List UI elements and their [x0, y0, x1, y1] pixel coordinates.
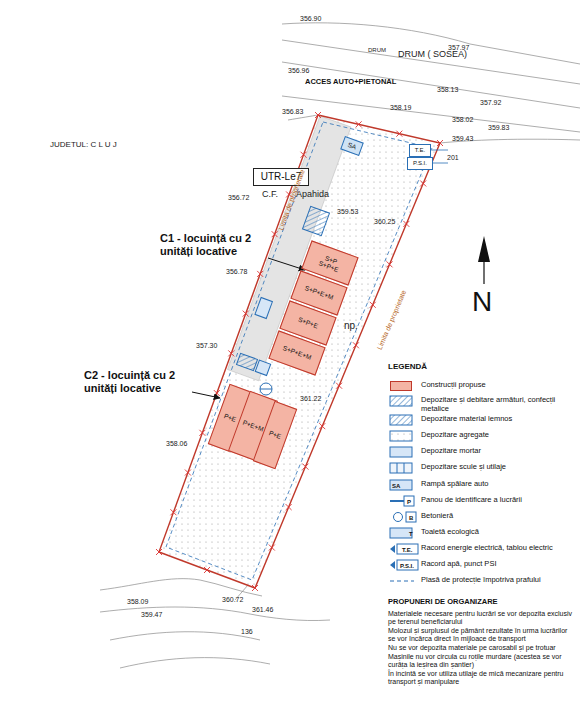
- note-text: Materialele necesare pentru lucrări se v…: [388, 610, 573, 626]
- north-label: N: [472, 286, 492, 318]
- lot-number: 201: [447, 154, 459, 162]
- legend-text: Depozitare și debitare armături, confecț…: [421, 396, 573, 413]
- contour-lines: [100, 23, 580, 668]
- legend-swatch: [390, 381, 412, 391]
- lot-label: np.: [344, 320, 358, 332]
- dust-net: [166, 122, 432, 580]
- legend-symbol: P.S.I.: [400, 563, 414, 570]
- elevation-value: 357.30: [196, 342, 217, 350]
- node-text: P+E: [223, 413, 237, 424]
- note-text: Nu se vor depozita materiale pe carosabi…: [388, 644, 573, 652]
- property-limit-label: Limita de proprietate: [376, 289, 408, 351]
- legend-text: Toaletă ecologică: [421, 528, 573, 537]
- legend-symbol: SA: [392, 483, 400, 490]
- legend-text: Plasă de protecție împotriva prafului: [421, 576, 573, 585]
- water-connection-box: P.S.I.: [407, 157, 433, 170]
- north-arrow: [478, 236, 490, 284]
- fence-posts: [156, 112, 443, 591]
- node-text: P+E+M: [241, 419, 264, 433]
- legend-symbol: [390, 463, 412, 473]
- callout-label: C2 - locuință cu 2 unități locative: [84, 369, 190, 394]
- access-note: ACCES AUTO+PIETONAL: [305, 78, 396, 87]
- legend-symbol: [394, 512, 417, 522]
- legend-title: LEGENDĂ: [388, 362, 427, 371]
- node-text: T.E.: [415, 147, 425, 154]
- elevation-value: 358.13: [437, 86, 458, 94]
- note-text: În incintă se vor utiliza utilaje de mic…: [388, 670, 573, 686]
- legend-text: Depozitare agregate: [421, 431, 573, 440]
- legend-symbol: [390, 544, 418, 554]
- elevation-value: 358.02: [452, 116, 473, 124]
- elevation-value: 356.83: [282, 108, 303, 116]
- legend-symbol: [390, 560, 418, 570]
- node-text: S+P+E+M: [304, 285, 335, 302]
- property-limit: [159, 115, 440, 588]
- cadastral-label: C.F.: [262, 189, 278, 199]
- legend-text: Racord energie electrică, tablou electri…: [421, 544, 573, 553]
- elevation-value: 356.78: [226, 268, 247, 276]
- elevation-value: 356.72: [228, 194, 249, 202]
- node-text: S+P+E+M: [282, 345, 313, 362]
- elevation-value: 359.83: [488, 124, 509, 132]
- legend-symbol: [390, 528, 412, 538]
- node-text: P+E: [268, 429, 282, 440]
- legend-symbol: [390, 447, 412, 457]
- power-connection-box: T.E.: [409, 144, 431, 157]
- legend-text: Depozitare mortar: [421, 447, 573, 456]
- node-text: S+P+E: [297, 316, 319, 330]
- legend-text: Depozitare material lemnos: [421, 415, 573, 424]
- legend-symbol: [390, 496, 414, 506]
- elevation-value: 358.09: [127, 598, 148, 606]
- county-label: JUDETUL: C L U J: [50, 140, 117, 149]
- elevation-value: 357.97: [448, 44, 469, 52]
- elevation-value: 361.22: [300, 395, 321, 403]
- elevation-value: 358.19: [390, 104, 411, 112]
- wash-ramp-box: SA: [340, 136, 364, 156]
- cadastral-label: Apahida: [296, 189, 329, 199]
- legend-text: Betonieră: [421, 512, 573, 521]
- legend-symbol: T.E.: [402, 547, 412, 554]
- elevation-value: 356.96: [288, 67, 309, 75]
- plot-ground: [159, 115, 440, 588]
- legend-text: Construcții propuse: [421, 381, 573, 390]
- legend-symbol: [390, 480, 412, 490]
- legend-symbol: P: [407, 499, 411, 506]
- note-text: Mașinile nu vor circula cu roțile murdar…: [388, 653, 573, 669]
- notes-title: PROPUNERI DE ORGANIZARE: [388, 598, 498, 607]
- elevation-value: 356.90: [300, 15, 321, 23]
- node-text: SA: [347, 141, 358, 151]
- legend-symbol: T: [409, 531, 413, 538]
- note-text: Molozul și surplusul de pământ rezultate…: [388, 627, 573, 643]
- legend-symbol: B: [409, 515, 413, 522]
- site-organization-symbols: [236, 150, 448, 395]
- legend-symbol: [390, 581, 414, 582]
- legend-text: Racord apă, punct PSI: [421, 560, 573, 569]
- callout-label: C1 - locuință cu 2 unități locative: [160, 232, 268, 257]
- elevation-value: 359.47: [141, 611, 162, 619]
- legend-symbol: [390, 415, 412, 425]
- lot-number: 136: [241, 628, 253, 636]
- elevation-value: 361.46: [252, 606, 273, 614]
- elevation-value: 360.25: [374, 218, 395, 226]
- elevation-value: 357.92: [480, 99, 501, 107]
- elevation-value: 359.53: [337, 208, 358, 216]
- node-text: P.S.I.: [413, 160, 427, 167]
- road-name: DRUM: [368, 47, 386, 54]
- elevation-value: 358.06: [166, 440, 187, 448]
- legend-text: Rampă spălare auto: [421, 480, 573, 489]
- legend-symbol: [390, 431, 412, 441]
- legend-text: Depozitare scule și utilaje: [421, 463, 573, 472]
- elevation-value: 360.72: [222, 596, 243, 604]
- legend-text: Panou de identificare a lucrării: [421, 496, 573, 505]
- legend-symbol: [390, 396, 412, 406]
- elevation-value: 359.43: [452, 135, 473, 143]
